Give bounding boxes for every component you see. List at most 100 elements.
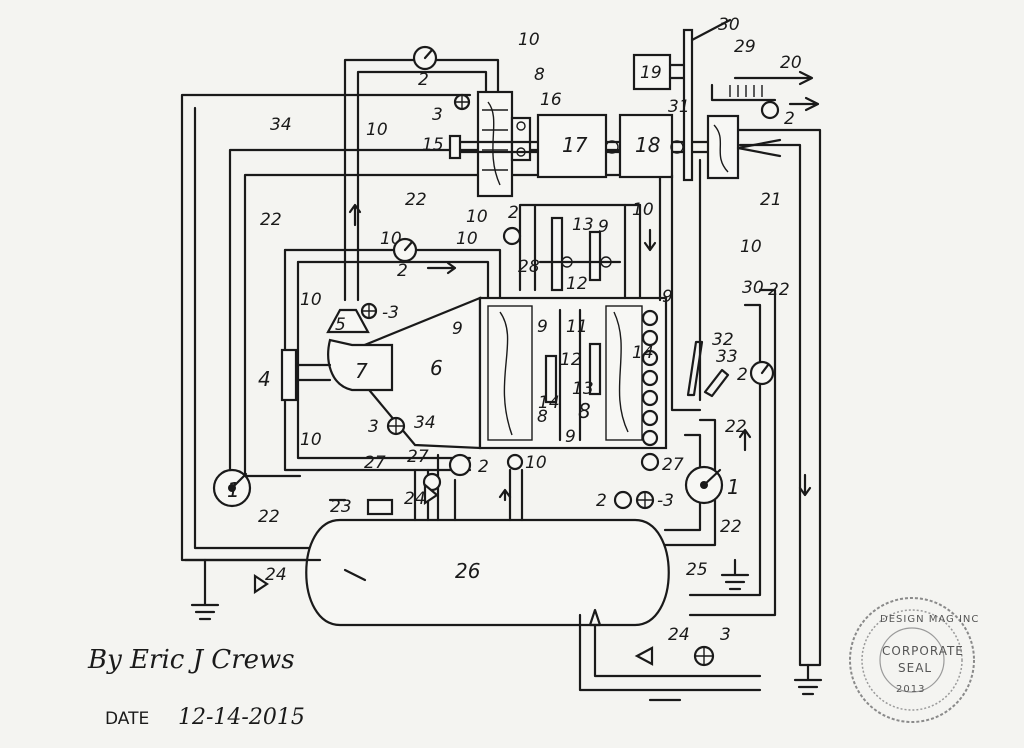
label-13-mid: 13 — [572, 379, 594, 399]
label-3-right: -3 — [657, 491, 674, 511]
coupling-16 — [510, 116, 532, 162]
gauge-2-top — [412, 45, 438, 71]
label-30-right: 30 — [742, 278, 764, 298]
label-2-top: 2 — [418, 70, 429, 90]
label-17: 17 — [562, 133, 588, 157]
label-12-top: 12 — [566, 274, 588, 294]
label-9-upper: 9 — [598, 217, 609, 237]
corporate-seal: DESIGN MAG INC CORPORATE SEAL 2013 — [849, 597, 979, 723]
seal-text-3: SEAL — [898, 661, 932, 675]
radiator-20 — [710, 70, 820, 112]
valve-3-set — [360, 93, 715, 667]
label-2-mid: 2 — [397, 261, 408, 281]
check-valve-24-right — [634, 646, 654, 666]
label-9-left: 9 — [452, 319, 463, 339]
tee-4 — [280, 348, 298, 402]
label-10-d: 10 — [456, 229, 478, 249]
label-7: 7 — [355, 359, 368, 383]
label-10-j: 10 — [525, 453, 547, 473]
label-21: 21 — [760, 190, 782, 210]
ground-symbol-bottom — [793, 663, 823, 696]
label-6: 6 — [430, 356, 443, 380]
fan-unit-21 — [706, 114, 782, 180]
date-label: DATE — [105, 709, 149, 729]
label-2-right: 2 — [737, 365, 748, 385]
label-9-right: 9 — [662, 287, 673, 307]
label-18: 18 — [635, 133, 660, 157]
label-19: 19 — [640, 63, 662, 83]
cone-5 — [326, 308, 370, 334]
shaft-end-15 — [448, 134, 462, 160]
ground-symbol-right — [720, 558, 750, 591]
label-24-left: 24 — [265, 565, 287, 585]
label-20: 20 — [780, 53, 802, 73]
label-24-right: 24 — [668, 625, 690, 645]
label-14-mid: 14 — [538, 393, 560, 413]
label-23: 23 — [330, 497, 352, 517]
label-12-mid: 12 — [560, 350, 582, 370]
seal-text-1: DESIGN MAG INC — [880, 614, 979, 625]
label-3-mid: -3 — [382, 303, 399, 323]
label-31: 31 — [668, 97, 690, 117]
label-34-mid: 34 — [414, 413, 436, 433]
label-2-lower: 2 — [478, 457, 489, 477]
label-10-b: 10 — [366, 120, 388, 140]
gauge-1-right — [684, 465, 724, 505]
label-8-mid: 8 — [537, 407, 548, 427]
label-10-h: 10 — [632, 200, 654, 220]
label-26: 26 — [455, 559, 480, 583]
label-22-e: 22 — [258, 507, 280, 527]
label-13-top: 13 — [572, 215, 594, 235]
gauge-2-right — [749, 360, 775, 386]
label-25: 25 — [686, 560, 708, 580]
label-34-top: 34 — [270, 115, 292, 135]
label-27-mid: 27 — [407, 447, 429, 467]
box-19 — [632, 53, 672, 91]
label-22-a: 22 — [260, 210, 282, 230]
drain-pipe — [578, 613, 762, 692]
label-27-right: 27 — [662, 455, 684, 475]
label-9-bottom: 9 — [565, 427, 576, 447]
label-22-b: 22 — [405, 190, 427, 210]
chamber-7 — [327, 338, 394, 392]
label-10-a: 10 — [518, 30, 540, 50]
label-2-top-right: 2 — [784, 109, 795, 129]
date-value: 12-14-2015 — [178, 705, 305, 730]
inventor-signature: By Eric J Crews — [87, 645, 295, 675]
bearing-a — [605, 140, 619, 154]
label-22-f: 22 — [720, 517, 742, 537]
main-housing — [478, 296, 668, 450]
label-10-f: 10 — [300, 430, 322, 450]
gauge-1-left — [212, 468, 252, 508]
label-15: 15 — [422, 135, 444, 155]
vertical-rod-29 — [682, 28, 694, 182]
label-16: 16 — [540, 90, 562, 110]
label-3-lower: 3 — [368, 417, 379, 437]
label-33: 33 — [716, 347, 738, 367]
gauge-2-mid — [392, 237, 418, 263]
seal-text-4: 2013 — [896, 684, 925, 695]
riser-pipe-10 — [658, 173, 702, 412]
blade-32 — [686, 340, 704, 397]
cap-23 — [366, 498, 394, 516]
label-2-bottom: 2 — [596, 491, 607, 511]
label-4: 4 — [258, 367, 271, 391]
label-10-c: 10 — [380, 229, 402, 249]
label-10-i: 10 — [740, 237, 762, 257]
callout-labels: 1 1 2 2 2 2 2 2 2 3 -3 3 -3 3 4 5 6 7 8 … — [227, 15, 802, 645]
flow-arrows — [328, 203, 812, 702]
label-29: 29 — [734, 37, 756, 57]
label-8-right: 8 — [578, 399, 591, 423]
pipe-loop-10-mid — [283, 248, 502, 472]
label-27-left: 27 — [364, 453, 386, 473]
label-10-g: 10 — [466, 207, 488, 227]
label-30-top: 30 — [718, 15, 740, 35]
check-valve-24-mid — [423, 482, 439, 506]
label-2-upper: 2 — [508, 203, 519, 223]
label-8-top: 8 — [534, 65, 545, 85]
label-1-right: 1 — [727, 475, 740, 499]
gear-assembly-28 — [518, 203, 642, 292]
label-22-c: 22 — [768, 280, 790, 300]
